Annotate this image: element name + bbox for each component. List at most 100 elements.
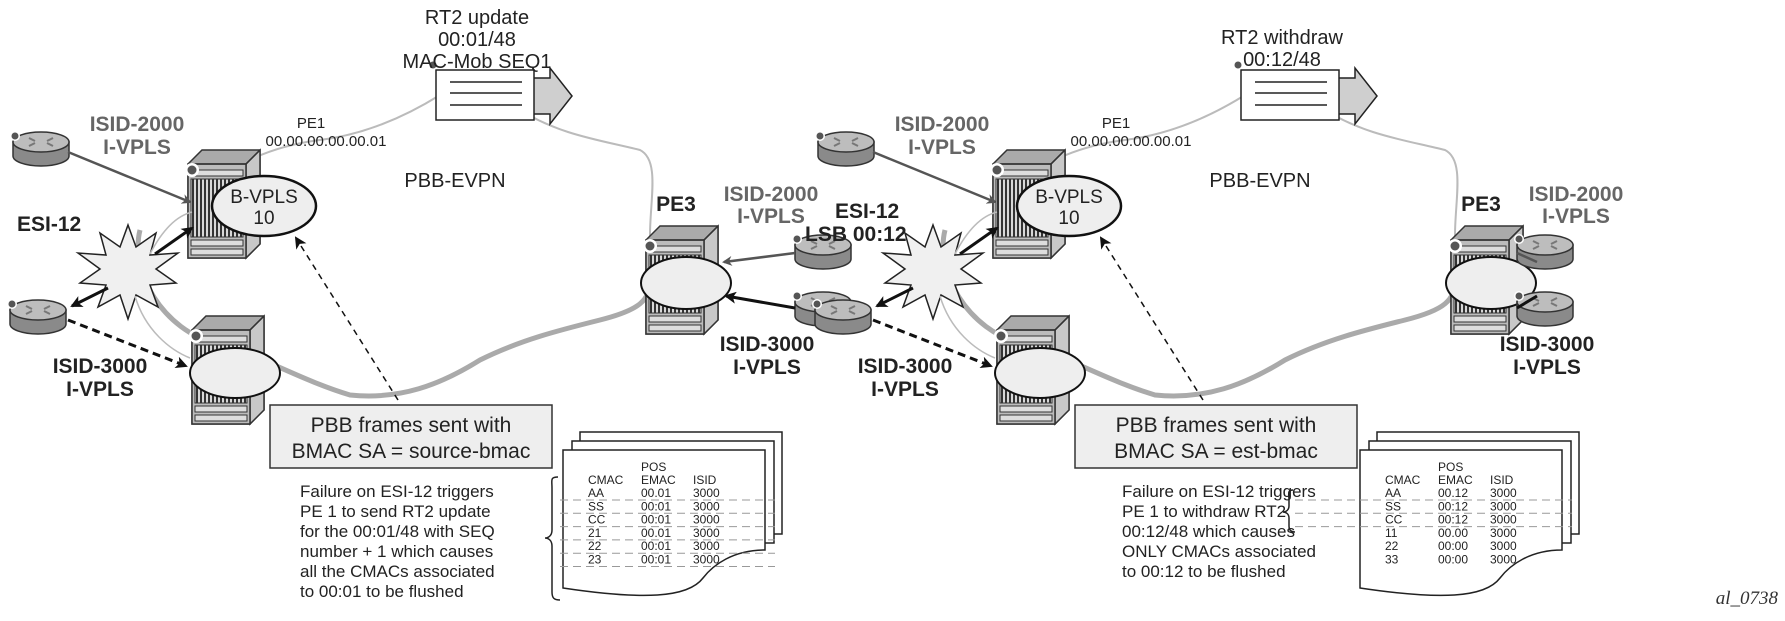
- router-esi-ce[interactable]: [811, 298, 872, 335]
- note-line: PE 1 to withdraw RT2: [1122, 502, 1286, 521]
- pe3-isid-3000-label: ISID-3000: [720, 333, 815, 356]
- esi-active-link: [959, 226, 999, 256]
- table-page-front: [562, 449, 766, 597]
- isid-2000-link: [872, 150, 997, 204]
- table-cell: 22: [588, 539, 602, 553]
- table-cell: 3000: [1490, 513, 1517, 527]
- table-cell: 3000: [1490, 526, 1517, 540]
- table-cell: SS: [588, 499, 604, 513]
- table-header: EMAC: [641, 473, 676, 487]
- table-cell: 00:01: [641, 513, 671, 527]
- table-cell: CC: [588, 513, 606, 527]
- router-esi-ce[interactable]: [6, 298, 67, 335]
- pe3-isid-3000-type: I-VPLS: [733, 356, 801, 379]
- frames-pointer: [294, 236, 399, 401]
- table-cell: 3000: [693, 499, 720, 513]
- table-header: ISID: [693, 473, 717, 487]
- pe3-isid-3000-type: I-VPLS: [1513, 356, 1581, 379]
- pe1-mac: 00.00.00.00.00.01: [1071, 133, 1192, 150]
- table-cell: 00:12: [1438, 499, 1468, 513]
- note-line: to 00:01 to be flushed: [300, 582, 464, 601]
- table-page-front: [1359, 449, 1563, 597]
- frames-box: [1074, 404, 1358, 469]
- b-vpls-ellipse[interactable]: [1015, 174, 1123, 238]
- message-line-1: RT2 withdraw: [1221, 27, 1343, 49]
- note-line: PE 1 to send RT2 update: [300, 502, 491, 521]
- table-cell: 3000: [693, 486, 720, 500]
- pe3-ellipse: [640, 256, 732, 310]
- figure-id: al_0738: [1716, 588, 1779, 609]
- b-vpls-ellipse[interactable]: [210, 174, 318, 238]
- router-isid-2000[interactable]: [814, 130, 875, 167]
- table-cell: AA: [588, 486, 604, 500]
- esi-label: ESI-12: [835, 200, 899, 223]
- failure-burst-icon: [77, 224, 179, 320]
- table-cell: 3000: [1490, 539, 1517, 553]
- pe3-router-isid-3000[interactable]: [1513, 290, 1574, 327]
- isid-3000-standby-link: [67, 318, 188, 368]
- pe3-isid-3000-link: [724, 291, 796, 310]
- table-cell: 11: [1385, 526, 1398, 540]
- table-header: EMAC: [1438, 473, 1473, 487]
- esi-label: ESI-12: [17, 213, 81, 236]
- table-cell: 00.00: [1438, 526, 1468, 540]
- table-cell: 00:00: [1438, 539, 1468, 553]
- isid-3000-type: I-VPLS: [871, 378, 939, 401]
- pe3-isid-3000-link: [1516, 294, 1538, 310]
- message-line-2: 00:01/48: [438, 29, 516, 51]
- table-header: CMAC: [1385, 473, 1421, 487]
- table-header: CMAC: [588, 473, 624, 487]
- table-cell: CC: [1385, 513, 1403, 527]
- table-cell: 3000: [693, 553, 720, 567]
- isid-3000-type: I-VPLS: [66, 378, 134, 401]
- table-cell: 00.01: [641, 526, 671, 540]
- router-isid-2000[interactable]: [9, 130, 70, 167]
- pe3-isid-2000-label: ISID-2000: [1529, 183, 1624, 206]
- pbb-evpn-cloud-bottom: [940, 229, 1458, 399]
- pe3-isid-3000-label: ISID-3000: [1500, 333, 1595, 356]
- frames-box-line-1: PBB frames sent with: [1116, 414, 1317, 437]
- pbb-evpn-cloud-bottom: [135, 229, 653, 399]
- brace: [1282, 489, 1296, 533]
- pe3-label: PE3: [656, 193, 696, 216]
- b-vpls-label: B-VPLS: [230, 187, 298, 208]
- pe1-mac: 00.00.00.00.00.01: [266, 133, 387, 150]
- cloud-label: PBB-EVPN: [404, 170, 505, 192]
- pe3-isid-2000-type: I-VPLS: [737, 205, 805, 228]
- table-cell: 23: [588, 553, 602, 567]
- pe3-isid-2000-link: [722, 251, 796, 266]
- frames-box-line-2: BMAC SA = est-bmac: [1114, 440, 1318, 463]
- note-line: ONLY CMACs associated: [1122, 542, 1316, 561]
- table-cell: 3000: [693, 539, 720, 553]
- ce-link: [70, 286, 109, 308]
- message-line-3: MAC-Mob SEQ1: [403, 51, 552, 73]
- table-cell: 3000: [693, 526, 720, 540]
- table-cell: AA: [1385, 486, 1401, 500]
- ce-link: [875, 286, 914, 308]
- failure-note: Failure on ESI-12 triggers PE 1 to withd…: [1122, 482, 1316, 581]
- isid-2000-type: I-VPLS: [103, 136, 171, 159]
- esi-active-link: [154, 226, 194, 256]
- pe1-name: PE1: [1102, 115, 1130, 132]
- table-cell: 3000: [1490, 486, 1517, 500]
- isid-3000-label: ISID-3000: [53, 355, 148, 378]
- table-header-pos: POS: [1438, 460, 1463, 474]
- note-line: all the CMACs associated: [300, 562, 495, 581]
- pe3-router-isid-2000[interactable]: [1513, 233, 1574, 270]
- frames-box-line-2: BMAC SA = source-bmac: [292, 440, 531, 463]
- pe3-isid-2000-link: [1516, 251, 1538, 264]
- panel-left: B-VPLS 10 PE1 00.00.00.00.00.01 RT2 upda…: [6, 7, 852, 601]
- table-cell: 00.01: [641, 486, 671, 500]
- table-header: ISID: [1490, 473, 1514, 487]
- table-cell: 00:12: [1438, 513, 1468, 527]
- pe3-isid-2000-type: I-VPLS: [1542, 205, 1610, 228]
- note-line: to 00:12 to be flushed: [1122, 562, 1286, 581]
- note-line: number + 1 which causes: [300, 542, 493, 561]
- table-header-pos: POS: [641, 460, 666, 474]
- table-cell: 00.12: [1438, 486, 1468, 500]
- pe3-isid-2000-label: ISID-2000: [724, 183, 819, 206]
- isid-3000-label: ISID-3000: [858, 355, 953, 378]
- message-line-2: 00:12/48: [1243, 49, 1321, 71]
- brace: [544, 476, 561, 601]
